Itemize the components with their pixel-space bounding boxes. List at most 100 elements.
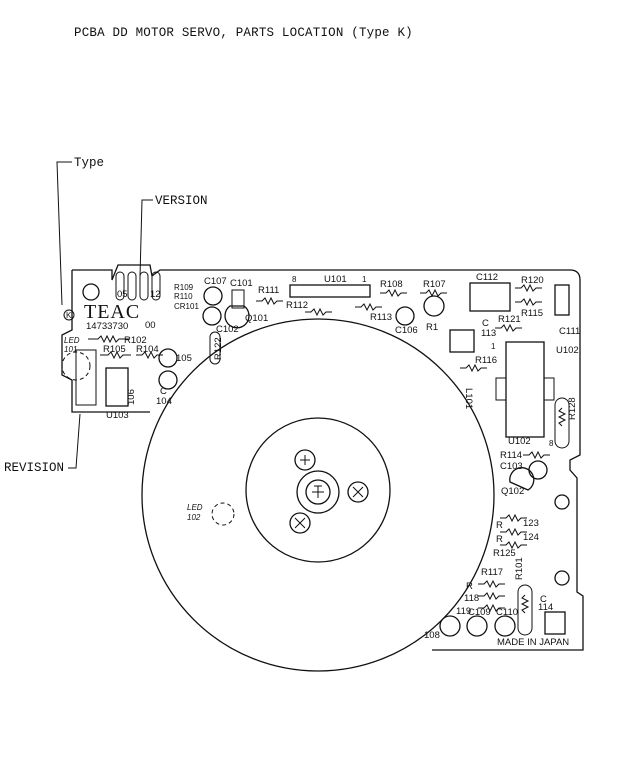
label-c102: C102: [216, 324, 239, 335]
r116-symbol: [460, 363, 487, 373]
label-c113: 113: [481, 328, 496, 339]
c111-symbol: [554, 284, 570, 316]
u101-label: U101: [324, 274, 347, 285]
c106-symbol: [395, 306, 415, 326]
label-c107: C107: [204, 276, 227, 287]
r108-symbol: [380, 288, 407, 298]
revision-digits: 05: [117, 289, 128, 300]
r1-trimmer-symbol: [423, 295, 445, 317]
c104-symbol: [158, 370, 178, 390]
label-r120: R120: [521, 275, 544, 286]
u101-pin1: 1: [362, 275, 367, 284]
label-r121: R121: [498, 314, 521, 325]
u101-chip: [289, 284, 371, 298]
label-r124-prefix: R: [496, 534, 503, 545]
label-r122: R122: [213, 337, 224, 360]
revision-leader-line: [68, 413, 81, 469]
c101-symbol: [231, 289, 245, 309]
label-cr101: CR101: [174, 302, 199, 311]
r122-body: [209, 331, 221, 365]
label-c103: C103: [500, 461, 523, 472]
label-q101: Q101: [245, 313, 268, 324]
label-r118-prefix: R: [466, 581, 473, 592]
motor-spindle-ring: [296, 470, 340, 514]
component-labels: C107 C101 C102 Q101 R109 R110 CR101 R111…: [103, 272, 580, 648]
r125-symbol: [500, 540, 527, 550]
c102-symbol: [202, 306, 222, 326]
c109-symbol: [466, 615, 488, 637]
label-c112: C112: [476, 272, 498, 283]
resistors: [88, 283, 570, 636]
r119-symbol: [478, 603, 505, 613]
motor-rotor: [141, 318, 495, 672]
label-c108: 108: [424, 630, 440, 641]
r115-symbol: [515, 297, 542, 307]
label-r128: R128: [567, 397, 578, 420]
label-r114: R114: [500, 450, 522, 461]
c113-symbol: [449, 329, 475, 353]
u101-pin8: 8: [292, 275, 297, 284]
r117-symbol: [478, 579, 505, 589]
spindle-cross: [312, 485, 324, 498]
label-c109: C109: [468, 607, 491, 618]
type-leader-line: [56, 161, 72, 306]
label-r112: R112: [286, 300, 308, 311]
screw-icon-right: [347, 481, 369, 503]
label-r124: 124: [523, 532, 539, 543]
u102-chip: [505, 341, 545, 438]
type-callout: Type: [74, 156, 105, 170]
label-c101: C101: [230, 278, 253, 289]
r112-symbol: [305, 307, 332, 317]
page-title: PCBA DD MOTOR SERVO, PARTS LOCATION (Typ…: [74, 26, 413, 40]
label-c111: C111: [559, 326, 580, 337]
connector-pads: [115, 271, 161, 301]
label-r118: 118: [464, 593, 479, 604]
led102-label: LED: [187, 503, 203, 512]
label-r101: R101: [514, 557, 525, 580]
sensor-bracket: [75, 349, 97, 406]
version-callout: VERSION: [155, 194, 208, 208]
label-r104: R104: [136, 344, 159, 355]
r123-symbol: [500, 513, 527, 523]
label-r115: R115: [521, 308, 543, 319]
r128-body: [554, 397, 570, 449]
label-q102: Q102: [501, 486, 524, 497]
label-r116: R116: [475, 355, 497, 366]
q102-symbol: [509, 467, 535, 491]
screw-icon-bottom: [289, 512, 311, 534]
version-marking: 12: [150, 289, 161, 300]
label-r109: R109: [174, 283, 194, 292]
part-number: 14733730: [86, 321, 128, 332]
u103-chip: [105, 367, 129, 407]
label-r1: R1: [426, 322, 438, 333]
r104-symbol: [136, 350, 163, 360]
type-marker-letter: K: [66, 311, 72, 320]
r120-symbol: [515, 283, 542, 293]
c108-symbol: [439, 615, 461, 637]
r114-symbol: [523, 450, 550, 460]
r113-symbol: [355, 302, 382, 312]
c114-symbol: [544, 611, 566, 635]
r121-symbol: [495, 323, 522, 333]
type-marker: [63, 309, 75, 321]
label-r102: R102: [124, 335, 147, 346]
u102-label: U102: [556, 345, 579, 356]
label-r111: R111: [258, 285, 279, 296]
r118-symbol: [478, 591, 505, 601]
c105-symbol: [158, 348, 178, 368]
label-c104: 104: [156, 396, 172, 407]
r101-body: [517, 584, 533, 636]
led101-label: LED: [64, 336, 80, 345]
label-r108: R108: [380, 279, 403, 290]
version-leader-line: [139, 199, 153, 278]
mounting-hole-right-2: [554, 570, 570, 586]
label-c104-prefix: C: [160, 386, 167, 397]
c112-symbol: [469, 282, 511, 312]
mounting-hole-top-left: [82, 283, 100, 301]
c103-symbol: [528, 460, 548, 480]
label-r105: R105: [103, 344, 126, 355]
r107-symbol: [420, 288, 447, 298]
led101-number: 101: [64, 345, 77, 354]
label-r117: R117: [481, 567, 503, 578]
